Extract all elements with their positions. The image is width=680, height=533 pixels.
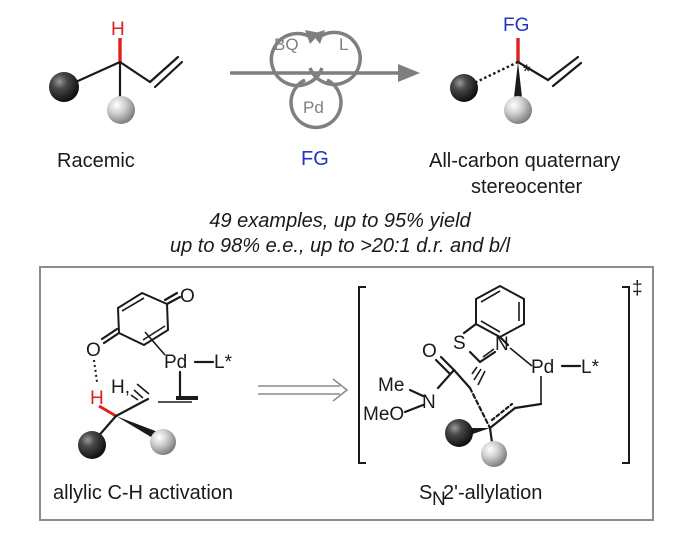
gray-sphere-icon bbox=[107, 96, 135, 124]
left-bracket bbox=[358, 286, 366, 464]
n-methyl: Me bbox=[378, 375, 404, 396]
thiazole-s: S bbox=[453, 333, 466, 354]
arrowhead bbox=[398, 64, 420, 82]
ts1-caption: allylic C-H activation bbox=[53, 482, 233, 504]
transition-state-box bbox=[39, 266, 654, 521]
bq-label: BQ bbox=[274, 35, 299, 54]
summary-line2: up to 98% e.e., up to >20:1 d.r. and b/l bbox=[170, 235, 511, 257]
ts1-allylic-ch-activation: O O Pd L* H H, allylic C-H activation bbox=[53, 286, 233, 504]
gray-sphere-icon bbox=[504, 96, 532, 124]
l-star-ligand: L* bbox=[214, 352, 233, 373]
ts2-caption-s: S bbox=[419, 482, 432, 504]
bq-o-left: O bbox=[86, 340, 101, 361]
dark-sphere-icon bbox=[445, 419, 473, 447]
thiazole-n: N bbox=[495, 334, 509, 355]
dark-sphere-icon bbox=[49, 72, 79, 102]
fg-label: FG bbox=[301, 148, 329, 170]
ts2-caption-rest: 2'-allylation bbox=[443, 482, 542, 504]
gray-sphere-icon bbox=[481, 441, 507, 467]
catalytic-cycle-icon: BQ L Pd FG bbox=[230, 30, 420, 170]
ts2-l-star: L* bbox=[581, 357, 600, 378]
racemic-caption: Racemic bbox=[57, 150, 135, 172]
pd-atom: Pd bbox=[164, 352, 187, 373]
pd-label: Pd bbox=[303, 98, 324, 117]
dark-sphere-icon bbox=[78, 431, 106, 459]
n-methoxy: MeO bbox=[363, 404, 404, 425]
product-caption-line2: stereocenter bbox=[471, 176, 583, 198]
double-arrow-icon bbox=[258, 378, 349, 402]
right-bracket bbox=[622, 286, 630, 464]
amide-o: O bbox=[422, 341, 437, 362]
h-red-atom: H bbox=[90, 388, 104, 409]
amide-n: N bbox=[422, 392, 436, 413]
h-black-atom: H, bbox=[111, 377, 130, 398]
ts2-caption-n-subscript: N bbox=[432, 489, 446, 510]
summary-line1: 49 examples, up to 95% yield bbox=[209, 210, 471, 232]
h-label: H bbox=[111, 19, 125, 40]
ts2-pd-atom: Pd bbox=[531, 357, 554, 378]
dark-sphere-icon bbox=[450, 74, 478, 102]
bq-o-top: O bbox=[180, 286, 195, 307]
stereo-star: * bbox=[523, 62, 531, 83]
fg-product-label: FG bbox=[503, 15, 529, 36]
ts2-sn2-allylation: ‡ S N Pd L* O N Me MeO bbox=[358, 278, 643, 510]
wedge-bond bbox=[513, 62, 523, 106]
l-label: L bbox=[339, 35, 348, 54]
quaternary-product: FG * All-carbon quaternary stereocenter bbox=[429, 15, 620, 198]
gray-sphere-icon bbox=[150, 429, 176, 455]
product-caption-line1: All-carbon quaternary bbox=[429, 150, 620, 172]
racemic-substrate: H Racemic bbox=[49, 19, 184, 172]
ts-dagger: ‡ bbox=[632, 278, 643, 299]
